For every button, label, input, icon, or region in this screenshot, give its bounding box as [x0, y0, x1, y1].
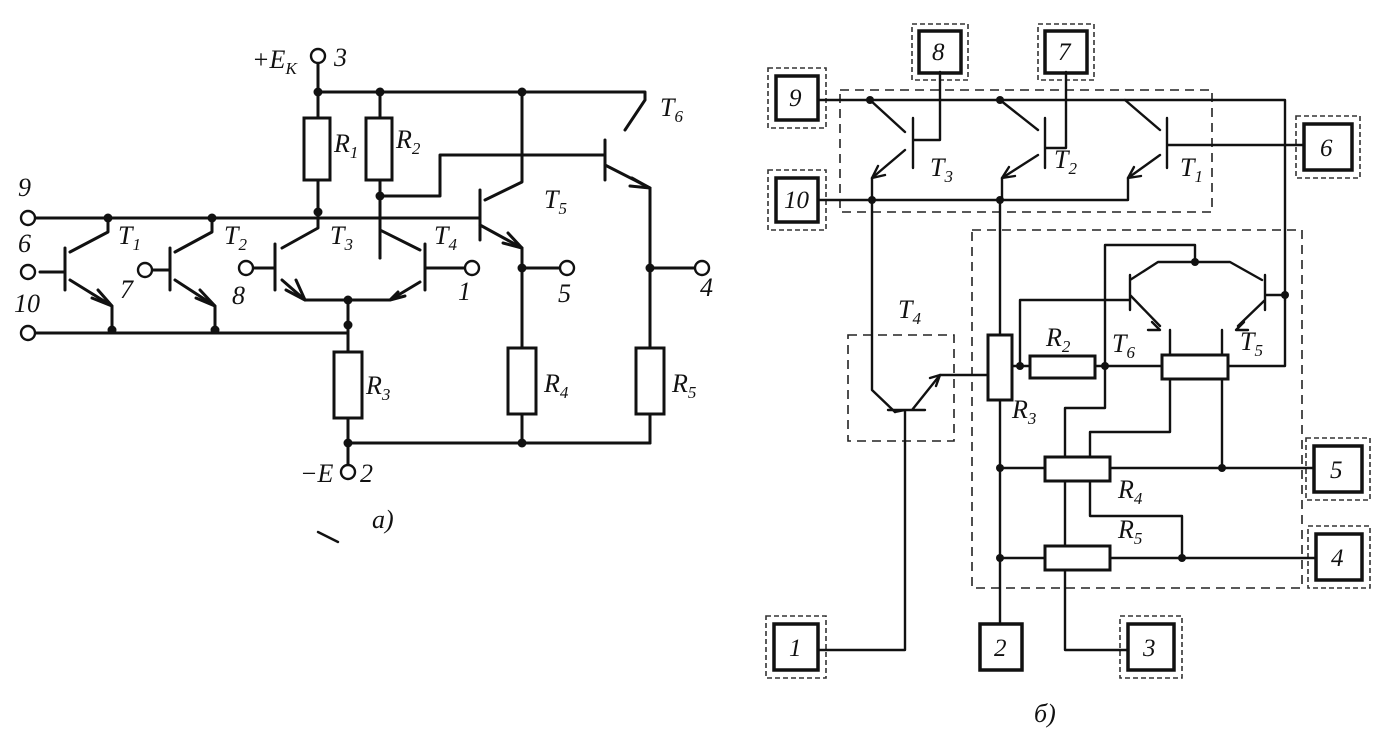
pin-2-label: 2: [360, 459, 373, 488]
supply-neg-label: −E: [300, 459, 334, 488]
pad-3: [1126, 622, 1176, 672]
label-r2: R2: [395, 125, 421, 158]
resistor-r3-layout: [986, 333, 1014, 402]
resistor-r3: [332, 350, 364, 420]
pad-9: [774, 74, 820, 122]
resistor-t5-seg: [1160, 353, 1230, 381]
terminal-3: [309, 47, 327, 65]
resistor-r4: [506, 346, 538, 416]
pin-6-label: 6: [18, 229, 31, 258]
label-t1: T1: [118, 221, 141, 254]
pin-4-label: 4: [700, 273, 713, 302]
pin-9-label: 9: [18, 173, 31, 202]
label-b-r5: R5: [1117, 515, 1142, 548]
region-t1-t3: [839, 89, 1213, 213]
label-r4: R4: [543, 369, 569, 402]
label-r3: R3: [365, 371, 390, 404]
label-b-r2: R2: [1045, 323, 1071, 356]
svg-text:+EK: +EK: [252, 45, 298, 78]
label-t6: T6: [660, 93, 683, 126]
label-t3: T3: [330, 221, 353, 254]
resistor-r1: [302, 116, 332, 182]
label-t5: T5: [544, 185, 567, 218]
label-b-t5: T5: [1240, 327, 1263, 360]
label-b-t1: T1: [1180, 153, 1203, 186]
label-b-r4: R4: [1117, 475, 1143, 508]
region-t4: [847, 334, 955, 442]
terminal-2: [339, 463, 357, 481]
terminal-8: [237, 259, 255, 277]
terminal-5: [558, 259, 576, 277]
terminal-10: [19, 324, 37, 342]
pad-2: [978, 622, 1024, 672]
supply-pos-label: +E: [252, 45, 286, 74]
label-b-t2: T2: [1054, 145, 1077, 178]
junction-dots: [103, 87, 655, 448]
pad-1: [772, 622, 820, 672]
pin-7-label: 7: [120, 275, 134, 304]
terminal-7: [136, 261, 154, 279]
schematic-a: +EK 3 9 6 10 7 8 1 5 4 −E 2 T1 T2 T3 T4 …: [14, 43, 713, 544]
caption-b: б): [1034, 699, 1056, 728]
pin-5-label: 5: [558, 279, 571, 308]
resistor-r4-layout: [1043, 455, 1112, 483]
label-t4: T4: [434, 221, 457, 254]
pin-1-label: 1: [458, 277, 471, 306]
svg-text:7: 7: [1058, 39, 1072, 66]
svg-text:2: 2: [994, 635, 1007, 662]
layout-junction-dots: [866, 96, 1289, 562]
terminals: [19, 47, 711, 481]
svg-text:3: 3: [1142, 635, 1156, 662]
svg-text:5: 5: [1330, 457, 1343, 484]
svg-text:9: 9: [789, 85, 802, 112]
svg-text:6: 6: [1320, 135, 1333, 162]
pin-3-label: 3: [333, 43, 347, 72]
svg-text:8: 8: [932, 39, 945, 66]
label-t2: T2: [224, 221, 247, 254]
svg-text:1: 1: [789, 635, 802, 662]
pad-10: [774, 176, 820, 224]
resistor-r2-layout: [1028, 354, 1097, 380]
resistor-r2: [364, 116, 394, 182]
resistor-r5: [634, 346, 666, 416]
pin-10-label: 10: [14, 289, 40, 318]
pad-6: [1302, 122, 1354, 172]
label-b-t3: T3: [930, 153, 953, 186]
label-b-r3: R3: [1011, 395, 1036, 428]
stray-mark: [316, 530, 340, 544]
resistor-r5-layout: [1043, 544, 1112, 572]
label-b-t4: T4: [898, 295, 921, 328]
terminal-1: [463, 259, 481, 277]
svg-text:10: 10: [784, 187, 810, 214]
svg-text:4: 4: [1331, 545, 1344, 572]
label-r5: R5: [671, 369, 696, 402]
label-r1: R1: [333, 129, 358, 162]
layout-b: 9 8 7 10 6 5 4 1 2: [765, 23, 1371, 728]
pin-8-label: 8: [232, 281, 245, 310]
terminal-9: [19, 209, 37, 227]
caption-a: а): [372, 505, 394, 534]
pad-4: [1314, 532, 1364, 582]
region-t5-t6: [971, 229, 1303, 589]
pad-7: [1043, 29, 1089, 75]
terminal-6: [19, 263, 37, 281]
label-b-t6: T6: [1112, 329, 1135, 362]
pads: 9 8 7 10 6 5 4 1 2: [765, 23, 1371, 679]
terminal-4: [693, 259, 711, 277]
